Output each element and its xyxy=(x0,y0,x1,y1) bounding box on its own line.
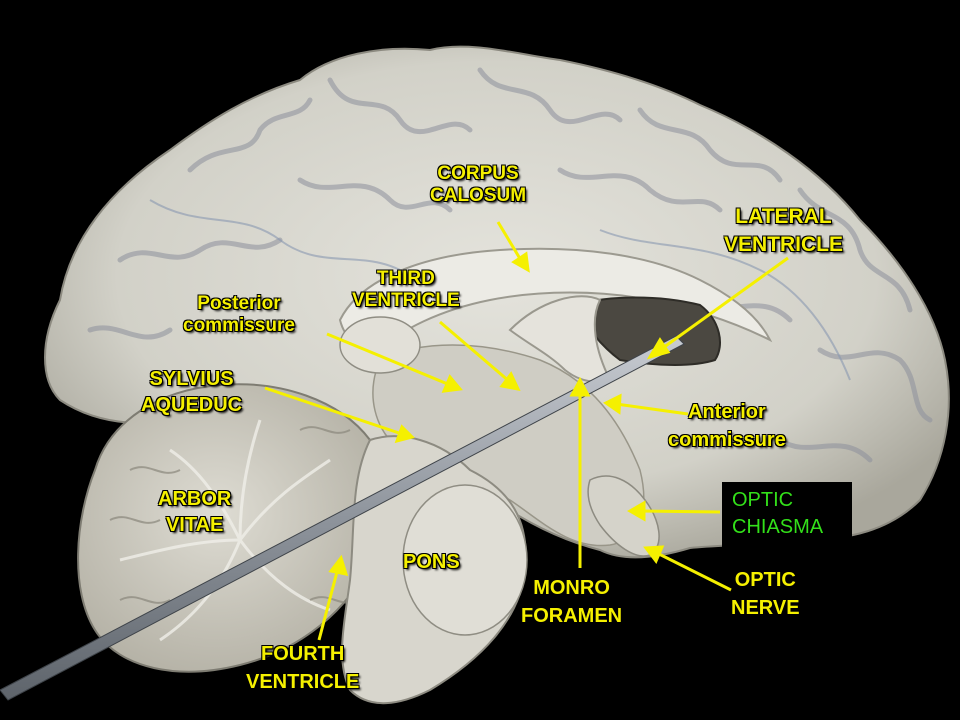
label-third-ventricle-line1: THIRD xyxy=(376,268,435,289)
fornix xyxy=(508,295,612,383)
label-anterior-commissure: Anterior commissure xyxy=(668,398,786,454)
label-fourth-ventricle: FOURTH VENTRICLE xyxy=(246,640,359,696)
label-posterior-commissure: Posterior commissure xyxy=(183,293,295,337)
label-optic-nerve-line1: OPTIC xyxy=(734,569,796,591)
label-lateral-ventricle-line1: LATERAL xyxy=(735,205,832,228)
label-sylvius-aqueduc-line1: SYLVIUS xyxy=(149,368,234,390)
label-fourth-ventricle-line1: FOURTH xyxy=(261,643,345,665)
label-anterior-commissure-line2: commissure xyxy=(668,429,786,451)
label-monro-foramen-line2: FORAMEN xyxy=(521,605,623,627)
label-pons: PONS xyxy=(403,551,460,573)
label-optic-nerve-line2: NERVE xyxy=(731,597,800,619)
arbor-vitae-texture xyxy=(119,419,331,642)
pons-bulge xyxy=(402,484,528,636)
label-lateral-ventricle: LATERAL VENTRICLE xyxy=(724,203,843,259)
probe-rod xyxy=(0,335,685,701)
label-monro-foramen-line1: MONRO xyxy=(533,577,610,599)
pineal-region xyxy=(339,316,421,374)
label-optic-chiasma-line2: CHIASMA xyxy=(732,516,824,538)
label-sylvius-aqueduc: SYLVIUS AQUEDUC xyxy=(141,366,242,418)
lateral-ventricle xyxy=(573,296,721,366)
label-arbor-vitae: ARBOR VITAE xyxy=(158,486,231,538)
label-corpus-calosum-line2: CALOSUM xyxy=(430,185,527,206)
label-posterior-commissure-line2: commissure xyxy=(183,315,295,336)
label-fourth-ventricle-line2: VENTRICLE xyxy=(246,671,360,693)
label-third-ventricle: THIRD VENTRICLE xyxy=(352,268,460,312)
pointer-arrows xyxy=(264,221,789,641)
label-pons-line1: PONS xyxy=(403,551,460,573)
vessels xyxy=(149,199,851,381)
label-lateral-ventricle-line2: VENTRICLE xyxy=(724,233,844,256)
label-sylvius-aqueduc-line2: AQUEDUC xyxy=(141,394,243,416)
label-posterior-commissure-line1: Posterior xyxy=(197,293,281,314)
corpus-callosum xyxy=(338,247,773,352)
label-arbor-vitae-line1: ARBOR xyxy=(158,488,232,510)
label-arbor-vitae-line2: VITAE xyxy=(165,514,224,536)
label-third-ventricle-line2: VENTRICLE xyxy=(352,290,460,311)
label-optic-chiasma: OPTIC CHIASMA xyxy=(722,482,852,548)
label-corpus-calosum: CORPUS CALOSUM xyxy=(430,163,526,207)
label-optic-nerve: OPTIC NERVE xyxy=(731,566,800,622)
label-corpus-calosum-line1: CORPUS xyxy=(437,163,519,184)
label-anterior-commissure-line1: Anterior xyxy=(688,401,766,423)
label-optic-chiasma-line1: OPTIC xyxy=(732,489,794,511)
label-monro-foramen: MONRO FORAMEN xyxy=(521,574,622,630)
